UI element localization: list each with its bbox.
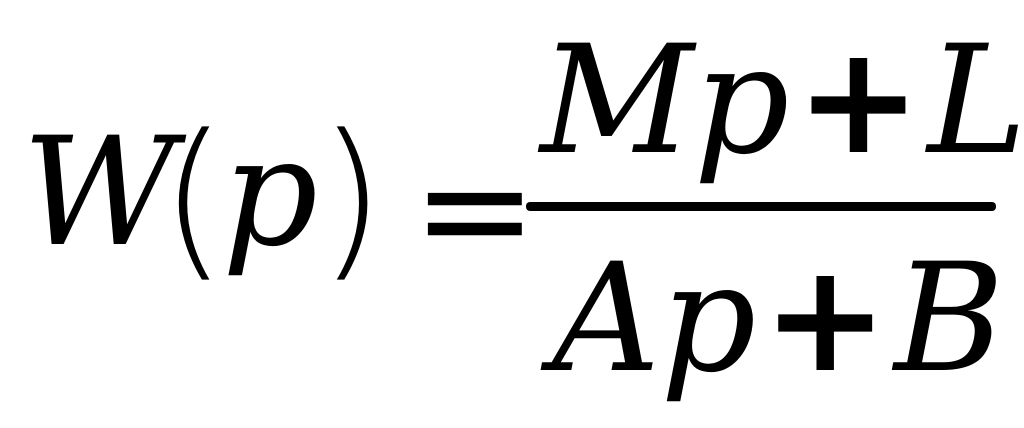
numerator-plus-operator: +: [795, 14, 922, 188]
denominator-term-1: Ap: [552, 232, 757, 406]
close-parenthesis: ): [318, 97, 386, 298]
equals-sign: =: [412, 123, 538, 297]
function-argument: p: [222, 106, 319, 280]
function-name: W: [22, 106, 177, 280]
open-parenthesis: (: [160, 97, 228, 298]
numerator: Mp+L: [540, 26, 1024, 176]
numerator-term-2: L: [927, 14, 1024, 188]
fraction-bar: [526, 202, 996, 211]
denominator-plus-operator: +: [762, 232, 889, 406]
numerator-term-1: Mp: [540, 14, 790, 188]
denominator: Ap+B: [552, 244, 1004, 394]
denominator-term-2: B: [894, 232, 1005, 406]
